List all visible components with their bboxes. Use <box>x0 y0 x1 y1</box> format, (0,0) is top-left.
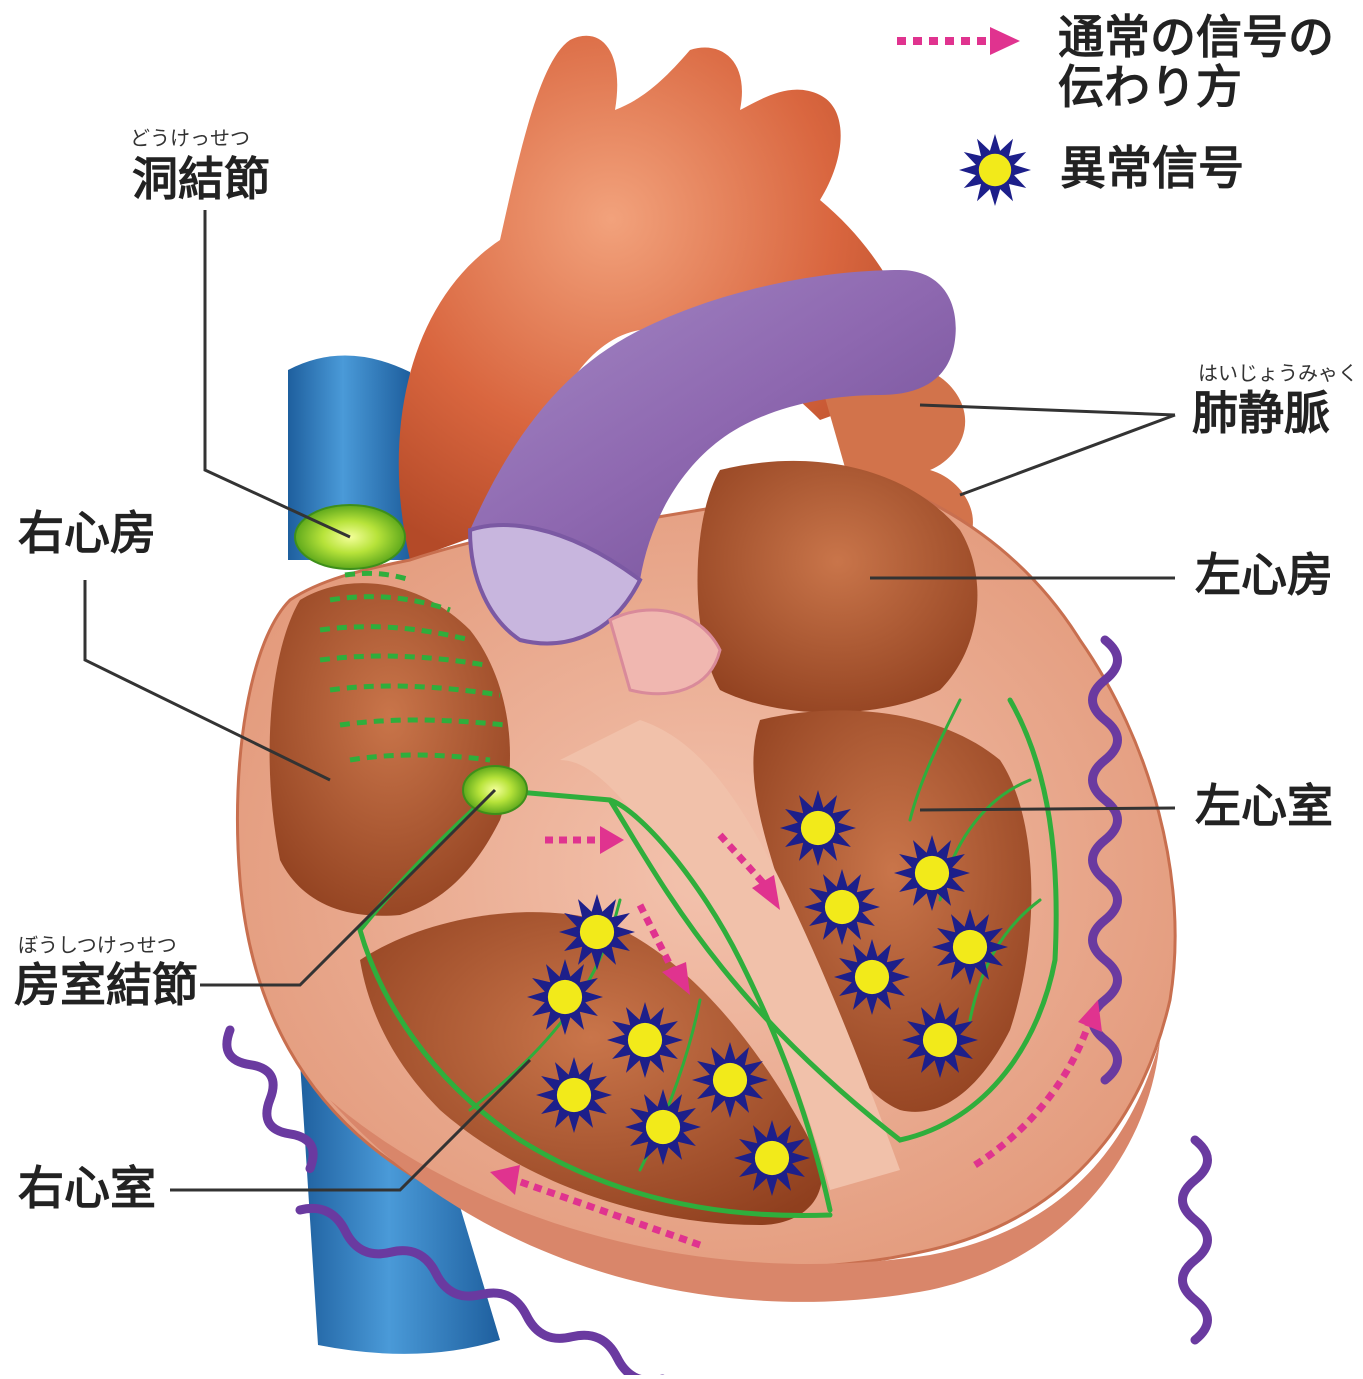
sinus-node-reading: どうけっせつ <box>130 128 250 148</box>
legend-normal-line1: 通常の信号の <box>1058 14 1334 60</box>
pulmonary-vein-label: 肺静脈 <box>1192 390 1330 436</box>
right-ventricle-label: 右心室 <box>18 1165 156 1211</box>
legend-abnormal-label: 異常信号 <box>1060 145 1244 191</box>
sinus-node-label: 洞結節 <box>132 156 270 202</box>
starburst-icon <box>959 134 1031 206</box>
left-atrium-label: 左心房 <box>1195 552 1333 598</box>
legend-normal-line2: 伝わり方 <box>1058 64 1242 110</box>
dotted-arrow-icon <box>897 27 1020 55</box>
av-node-reading: ぼうしつけっせつ <box>18 935 177 955</box>
pulmonary-vein-reading: はいじょうみゃく <box>1198 363 1358 383</box>
left-ventricle-label: 左心室 <box>1195 783 1333 829</box>
av-node-label: 房室結節 <box>14 962 198 1008</box>
right-atrium-label: 右心房 <box>18 510 156 556</box>
